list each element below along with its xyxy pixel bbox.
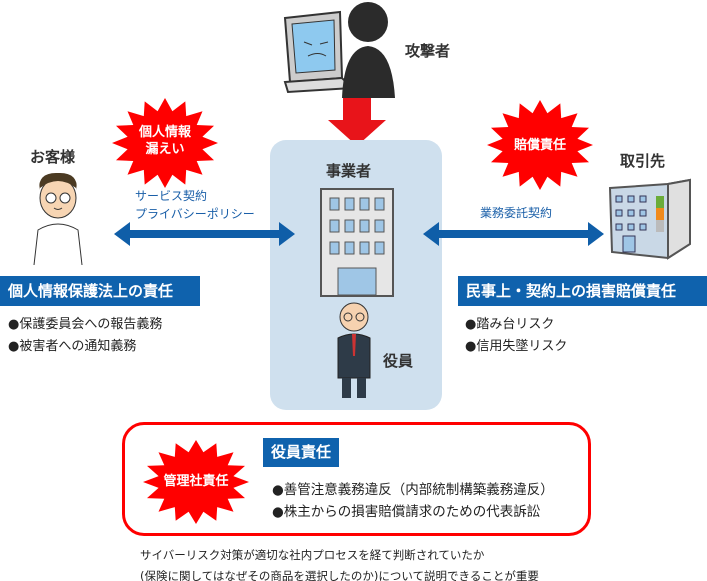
- customer-duty-title: 個人情報保護法上の責任: [0, 276, 200, 306]
- officer-duty-item: ●株主からの損害賠償請求のための代表訴訟: [272, 504, 541, 520]
- partner-duty-item: ●信用失墜リスク: [465, 339, 568, 354]
- customer-duty-item: ●被害者への通知義務: [8, 339, 137, 354]
- office-building-icon: [320, 188, 394, 297]
- partner-contract: 業務委託契約: [480, 206, 553, 220]
- leak-burst-line: 個人情報: [138, 125, 191, 140]
- management-burst: [143, 440, 249, 524]
- customer-double-arrow: [114, 222, 295, 246]
- partner-double-arrow: [423, 222, 604, 246]
- attacker-illustration: [283, 2, 395, 98]
- partner-duty-title: 民事上・契約上の損害賠償責任: [458, 276, 707, 306]
- partner-duty-item: ●踏み台リスク: [465, 317, 555, 332]
- officer-illustration: [337, 302, 371, 398]
- contract-line: プライバシーポリシー: [135, 207, 255, 221]
- business-label: 事業者: [326, 162, 372, 180]
- management-burst-text: 管理社責任: [163, 474, 229, 489]
- liability-burst-text: 賠償責任: [513, 138, 566, 153]
- attacker-label: 攻撃者: [405, 42, 451, 60]
- partner-label: 取引先: [620, 152, 666, 170]
- officer-duty-item: ●善管注意義務違反（内部統制構築義務違反）: [272, 482, 554, 498]
- customer-duty-item: ●保護委員会への報告義務: [8, 317, 163, 332]
- footer-line: サイバーリスク対策が適切な社内プロセスを経て判断されていたか: [140, 548, 485, 562]
- leak-burst-text: 個人情報 漏えい: [115, 124, 215, 158]
- customer-contract: サービス契約 プライバシーポリシー: [135, 187, 255, 223]
- customer-label: お客様: [30, 148, 76, 166]
- leak-burst: [112, 98, 218, 188]
- officer-liability-box: [122, 422, 591, 536]
- customer-illustration: [33, 172, 83, 265]
- officer-label: 役員: [383, 352, 414, 370]
- officer-duty-title: 役員責任: [263, 438, 340, 467]
- footer-note: サイバーリスク対策が適切な社内プロセスを経て判断されていたか (保険に関してはな…: [140, 545, 539, 581]
- footer-line: (保険に関してはなぜその商品を選択したのか)について説明できることが重要: [140, 569, 539, 581]
- leak-burst-line: 漏えい: [145, 142, 185, 157]
- partner-building-icon: [608, 178, 691, 260]
- liability-burst: [487, 100, 593, 190]
- contract-line: サービス契約: [135, 189, 208, 203]
- red-down-arrow: [328, 98, 386, 146]
